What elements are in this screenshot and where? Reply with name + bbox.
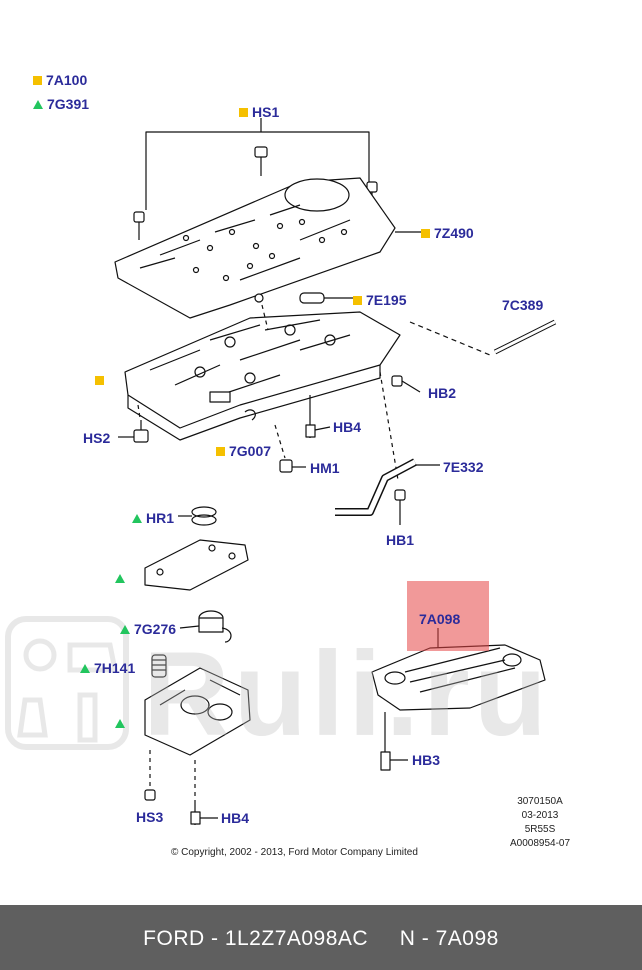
label-lower-body-marker <box>115 715 129 731</box>
square-marker-icon <box>33 76 42 85</box>
highlight-box <box>407 581 489 651</box>
label-plate-marker <box>115 570 129 586</box>
triangle-marker-icon <box>33 100 43 109</box>
label-7g007[interactable]: 7G007 <box>216 443 271 459</box>
label-hb3[interactable]: HB3 <box>412 752 441 768</box>
label-hb4-upper[interactable]: HB4 <box>333 419 362 435</box>
triangle-marker-icon <box>115 574 125 583</box>
triangle-marker-icon <box>115 719 125 728</box>
diagram-meta: 3070150A 03-2013 5R55S A0008954-07 <box>495 795 585 851</box>
bolt-hs1-mid <box>254 146 268 176</box>
square-marker-icon <box>353 296 362 305</box>
square-marker-icon <box>421 229 430 238</box>
label-hb4-lower[interactable]: HB4 <box>221 810 250 826</box>
label-7c389[interactable]: 7C389 <box>502 297 544 313</box>
copyright-text: © Copyright, 2002 - 2013, Ford Motor Com… <box>171 847 418 858</box>
label-hs2[interactable]: HS2 <box>83 430 111 446</box>
label-hb2[interactable]: HB2 <box>428 385 457 401</box>
diagram-drawing <box>114 118 557 825</box>
legend-square-item: 7A100 <box>33 72 87 88</box>
triangle-marker-icon <box>120 625 130 634</box>
label-7h141[interactable]: 7H141 <box>80 660 135 676</box>
parts-diagram: Ruli.ru 7A100 7G391 HS1 7Z490 7E195 7C38… <box>5 72 585 858</box>
label-hm1[interactable]: HM1 <box>310 460 340 476</box>
triangle-marker-icon <box>132 514 142 523</box>
square-marker-icon <box>95 376 104 385</box>
meta-line: 03-2013 <box>521 810 559 821</box>
label-hb1[interactable]: HB1 <box>386 532 415 548</box>
label-hr1[interactable]: HR1 <box>132 510 174 526</box>
meta-line: A0008954-07 <box>509 838 571 849</box>
square-marker-icon <box>239 108 248 117</box>
legend-triangle-item: 7G391 <box>33 96 89 112</box>
label-7a098[interactable]: 7A098 <box>419 611 461 627</box>
triangle-marker-icon <box>80 664 90 673</box>
label-7g276[interactable]: 7G276 <box>120 621 176 637</box>
label-hs1[interactable]: HS1 <box>239 104 279 120</box>
label-7e332[interactable]: 7E332 <box>443 459 484 475</box>
label-valve-body-marker <box>95 372 108 388</box>
label-7z490[interactable]: 7Z490 <box>421 225 474 241</box>
footer-bar: FORD - 1L2Z7A098AC N - 7A098 <box>0 905 642 970</box>
bolt-hs1-left <box>133 211 145 240</box>
meta-line: 5R55S <box>524 824 556 835</box>
square-marker-icon <box>216 447 225 456</box>
label-hs3[interactable]: HS3 <box>136 809 164 825</box>
meta-line: 3070150A <box>517 796 563 807</box>
label-7e195[interactable]: 7E195 <box>353 292 406 308</box>
footer-text: FORD - 1L2Z7A098AC N - 7A098 <box>143 927 499 950</box>
